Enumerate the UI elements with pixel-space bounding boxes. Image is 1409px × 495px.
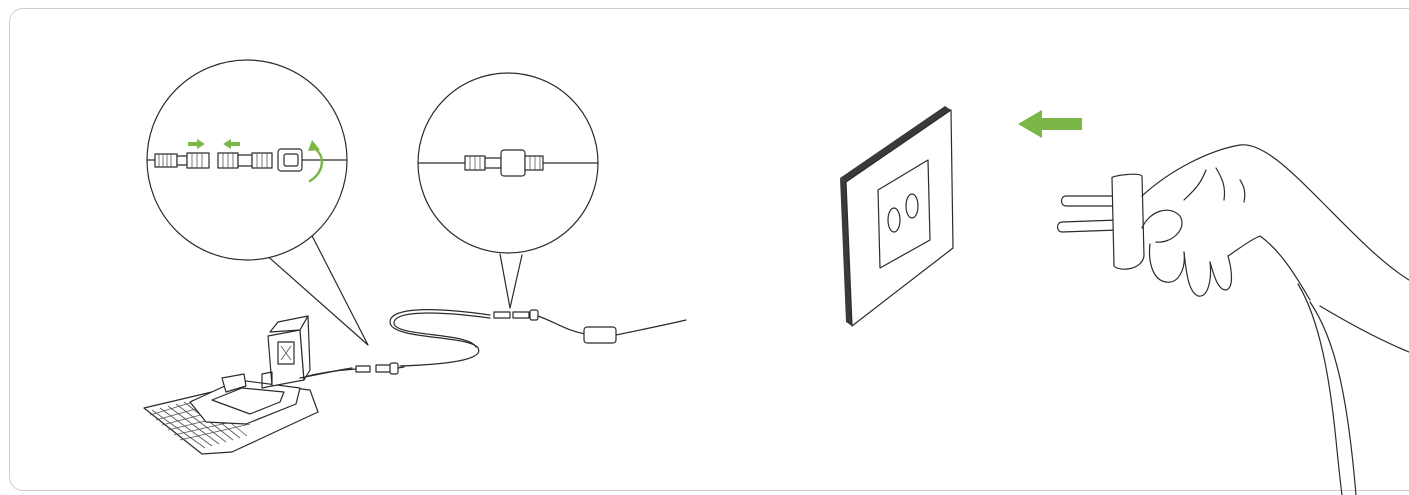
- locking-nut: [277, 148, 303, 172]
- charging-station: [143, 315, 353, 455]
- twist-arrow-icon: [308, 140, 323, 183]
- callout-connector-joined: [417, 72, 599, 309]
- female-connector: [217, 152, 273, 169]
- hand-holding-plug: [1056, 144, 1409, 495]
- male-connector: [154, 152, 210, 169]
- push-together-arrows-icon: [188, 139, 240, 149]
- insert-direction-arrow-icon: [1018, 110, 1082, 138]
- cable-connectors-small: [299, 362, 405, 379]
- power-cable: [389, 309, 687, 367]
- wall-socket: [840, 106, 954, 327]
- power-adapter: [583, 326, 617, 344]
- callout-connector-join: [146, 59, 369, 346]
